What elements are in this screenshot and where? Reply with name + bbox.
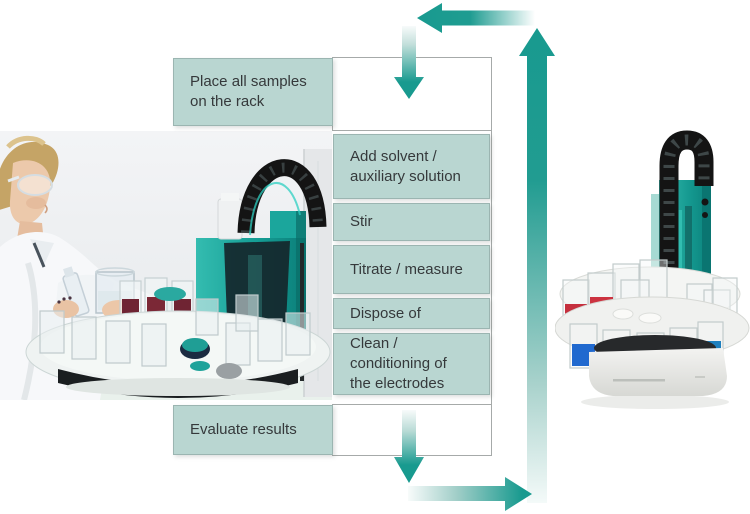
flow-cell-bottom [332, 404, 492, 456]
step-label: Place all samples on the rack [190, 73, 307, 110]
step-evaluate-results: Evaluate results [173, 405, 333, 455]
step-label: Stir [350, 213, 373, 230]
step-titrate-measure: Titrate / measure [333, 245, 490, 294]
step-stir: Stir [333, 203, 490, 241]
step-label: Clean / conditioning of the electrodes [350, 335, 447, 392]
sample-changer-photo [554, 128, 750, 415]
arrow-loop-up [519, 28, 555, 503]
step-label: Dispose of [350, 304, 421, 322]
step-place-samples: Place all samples on the rack [173, 58, 333, 126]
step-dispose: Dispose of [333, 298, 490, 329]
step-label: Evaluate results [190, 421, 297, 438]
step-label: Titrate / measure [350, 260, 463, 278]
technician-photo [0, 131, 332, 401]
arrow-return-left [417, 3, 535, 33]
flow-cell-top [332, 57, 492, 131]
technician-photo-art [0, 131, 332, 401]
step-label: Add solvent / auxiliary solution [350, 147, 461, 185]
step-add-solvent: Add solvent / auxiliary solution [333, 134, 490, 199]
arrow-bottom-right [408, 477, 532, 511]
step-clean-conditioning: Clean / conditioning of the electrodes [333, 333, 490, 395]
sample-changer-art [554, 128, 750, 415]
